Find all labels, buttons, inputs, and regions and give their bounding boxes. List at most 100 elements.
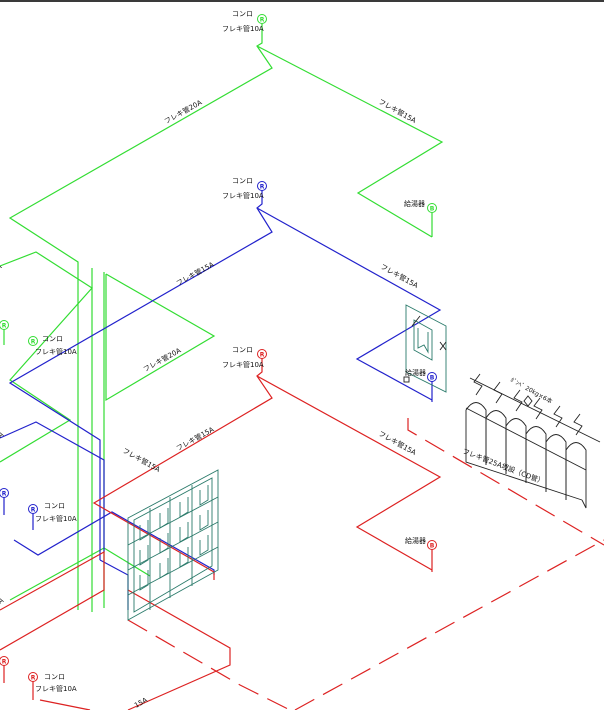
heater-marker-green: B xyxy=(427,203,437,213)
label-flex10a-top-red: フレキ管10A xyxy=(222,360,264,369)
stove-marker-blue-mid-left: R xyxy=(28,336,38,346)
meter-symbol-2 xyxy=(159,508,169,529)
heater-marker-blue: B xyxy=(427,372,437,382)
stove-marker-green-left: R xyxy=(0,320,9,330)
red-piping-system xyxy=(0,356,604,710)
small-fitting xyxy=(403,376,410,383)
label-flex15a-blue-upper: フレキ管15A xyxy=(175,260,216,288)
cylinder-2 xyxy=(485,410,507,474)
label-flex10a-top-blue: フレキ管10A xyxy=(222,191,264,200)
meter-row-2 xyxy=(127,521,219,571)
label-flex20a-green-upper: フレキ管20A xyxy=(163,98,204,126)
label-partial-5a-blue: 5A xyxy=(0,430,5,442)
svg-text:R: R xyxy=(260,352,265,359)
label-flex15a-blue-right: フレキ管15A xyxy=(379,262,420,290)
red-buried-pipe-upper xyxy=(407,418,604,546)
cylinder-valve-2 xyxy=(493,381,503,404)
cylinder-base-front xyxy=(465,455,583,501)
meter-frame-outer xyxy=(127,469,219,621)
label-heater-blue: 給湯器 xyxy=(405,368,426,377)
green-pipe-mid-loop xyxy=(105,273,216,402)
cylinder-valve-6 xyxy=(573,413,583,436)
label-buried-pipe: フレキ管25A埋設（CD管） xyxy=(461,446,545,486)
stove-marker-blue-top: R xyxy=(257,181,267,191)
cylinder-1 xyxy=(465,402,487,465)
meter-symbol-11 xyxy=(179,547,189,568)
cylinder-regulator xyxy=(523,395,533,407)
red-buried-pipe-left xyxy=(127,619,291,710)
meter-row-1 xyxy=(127,496,219,546)
meter-symbol-7 xyxy=(179,522,189,543)
svg-text:B: B xyxy=(430,375,435,382)
svg-text:R: R xyxy=(260,17,265,24)
red-buried-pipe-main xyxy=(294,539,604,710)
cylinder-5 xyxy=(545,434,567,500)
label-partial-15a-red: 15A xyxy=(133,696,149,710)
meter-row-3 xyxy=(127,546,219,596)
red-pipe-left xyxy=(0,550,105,651)
blue-pipe-right-branch xyxy=(256,207,442,401)
cylinder-4 xyxy=(525,426,547,492)
stove-marker-blue-left-a: R xyxy=(0,488,9,498)
meter-symbol-12 xyxy=(199,535,209,556)
svg-text:R: R xyxy=(31,339,36,346)
green-piping-system xyxy=(0,24,444,612)
blue-pipe-left-loop xyxy=(0,421,105,552)
meter-frame-inner xyxy=(133,477,213,613)
svg-text:R: R xyxy=(260,184,265,191)
cylinder-valve-4 xyxy=(533,397,543,420)
meter-symbol-5 xyxy=(139,545,149,566)
label-stove-mid-left: コンロ xyxy=(42,335,63,343)
label-flex10a-mid-left: フレキ管10A xyxy=(35,347,77,356)
label-stove-top-green: コンロ xyxy=(232,10,253,18)
lpg-cylinder-group xyxy=(465,373,601,509)
labels: コンロ フレキ管10A フレキ管20A フレキ管15A 給湯器 フレキ管20A … xyxy=(0,10,554,710)
svg-text:B: B xyxy=(430,543,435,550)
red-pipe-bottom xyxy=(39,699,91,710)
label-flex10a-top-green: フレキ管10A xyxy=(222,24,264,33)
stove-marker-green-top: R xyxy=(257,14,267,24)
svg-text:R: R xyxy=(2,323,7,330)
stove-marker-blue-left-b: R xyxy=(28,504,38,514)
label-heater-green: 給湯器 xyxy=(404,199,425,208)
meter-symbol-1 xyxy=(139,520,149,541)
blue-piping-system xyxy=(0,186,442,610)
svg-text:R: R xyxy=(31,675,36,682)
stove-marker-red-left-b: R xyxy=(28,672,38,682)
meter-symbol-3 xyxy=(179,497,189,518)
meter-symbol-9 xyxy=(139,570,149,591)
cylinder-3 xyxy=(505,418,527,483)
label-partial-a-green: A xyxy=(0,262,3,271)
red-pipe-lower-right xyxy=(127,589,231,710)
cylinder-header-pipe xyxy=(469,377,601,443)
red-pipe-right-branch xyxy=(256,375,442,571)
green-pipe-left-loop xyxy=(0,251,93,463)
svg-text:R: R xyxy=(31,507,36,514)
meter-symbol-4 xyxy=(199,485,209,506)
markers: R B R R R B R R xyxy=(0,14,437,682)
label-flex15a-red-upper: フレキ管15A xyxy=(175,425,216,453)
green-pipe-right-branch xyxy=(256,45,444,238)
label-flex15a-red-right: フレキ管15A xyxy=(377,429,418,457)
valve-mark-2 xyxy=(439,341,447,351)
green-pipe-bottom-2 xyxy=(103,547,151,577)
gas-meter-box xyxy=(403,304,447,393)
stove-marker-red-top: R xyxy=(257,349,267,359)
meter-box-outline xyxy=(405,304,447,393)
valve-mark-3 xyxy=(411,315,421,327)
meter-symbol-6 xyxy=(159,533,169,554)
label-stove-blue-left: コンロ xyxy=(44,502,65,510)
meter-symbol-8 xyxy=(199,510,209,531)
heater-marker-red: B xyxy=(427,540,437,550)
label-heater-red: 給湯器 xyxy=(405,536,426,545)
label-stove-red-left: コンロ xyxy=(44,673,65,681)
stove-marker-red-left-a: R xyxy=(0,656,9,666)
green-pipe-bottom-1 xyxy=(9,547,105,601)
cylinder-6 xyxy=(565,442,587,509)
svg-text:B: B xyxy=(430,206,435,213)
cylinder-valve-5 xyxy=(553,405,563,428)
label-partial-5a-red: 5A xyxy=(0,596,5,608)
window-top-border xyxy=(0,0,604,2)
label-flex20a-green-mid: フレキ管20A xyxy=(142,346,183,374)
